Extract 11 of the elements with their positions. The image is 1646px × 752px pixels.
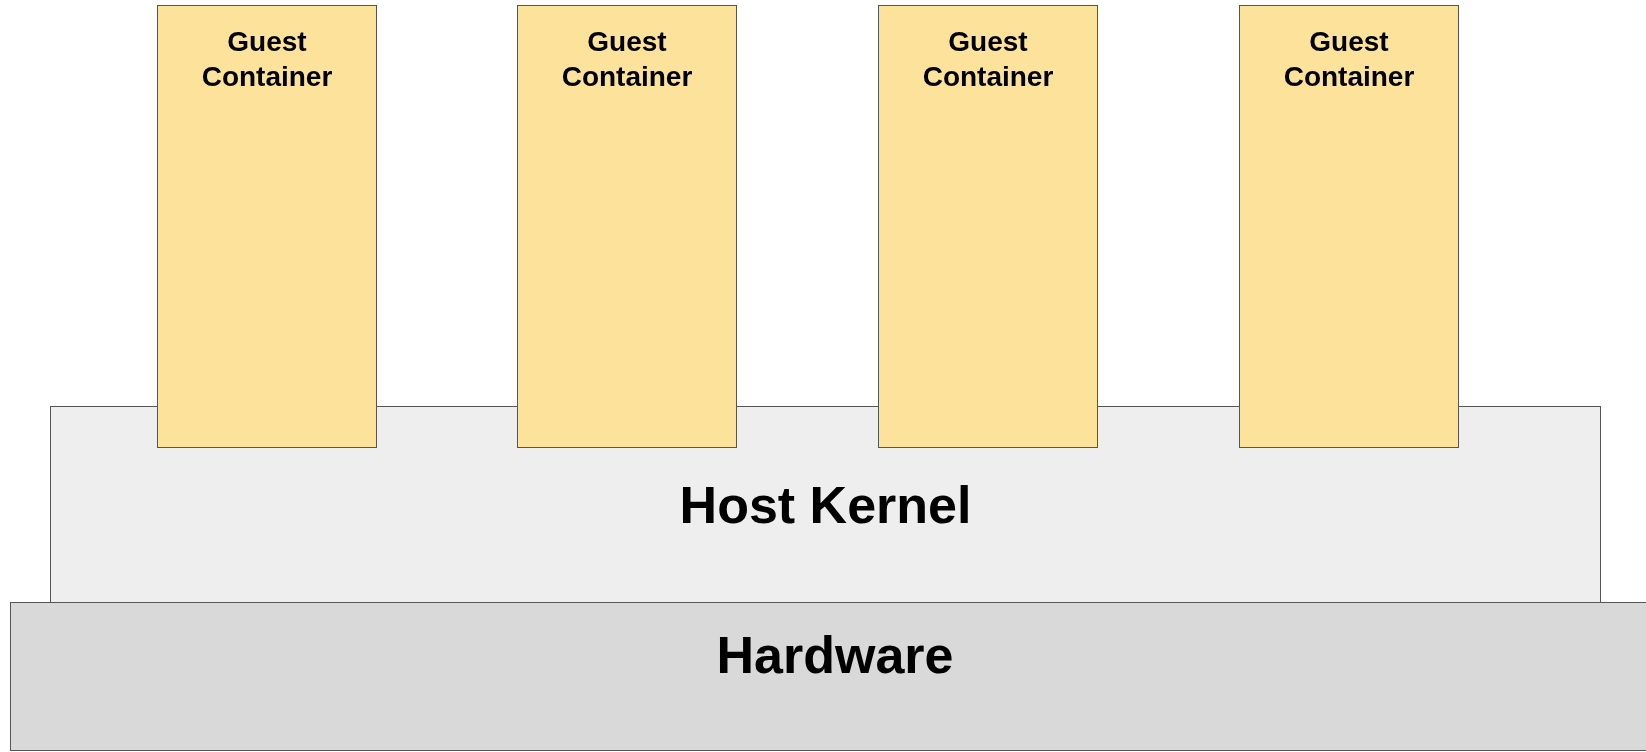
layer-label: Hardware bbox=[716, 625, 954, 686]
container-label: Guest Container bbox=[560, 25, 694, 94]
layer-label: Host Kernel bbox=[679, 475, 972, 536]
container-box bbox=[517, 5, 737, 448]
hardware-layer bbox=[10, 602, 1646, 751]
container-box bbox=[878, 5, 1098, 448]
container-label: Guest Container bbox=[1282, 25, 1416, 94]
container-label: Guest Container bbox=[921, 25, 1055, 94]
container-box bbox=[157, 5, 377, 448]
container-label: Guest Container bbox=[200, 25, 334, 94]
container-box bbox=[1239, 5, 1459, 448]
